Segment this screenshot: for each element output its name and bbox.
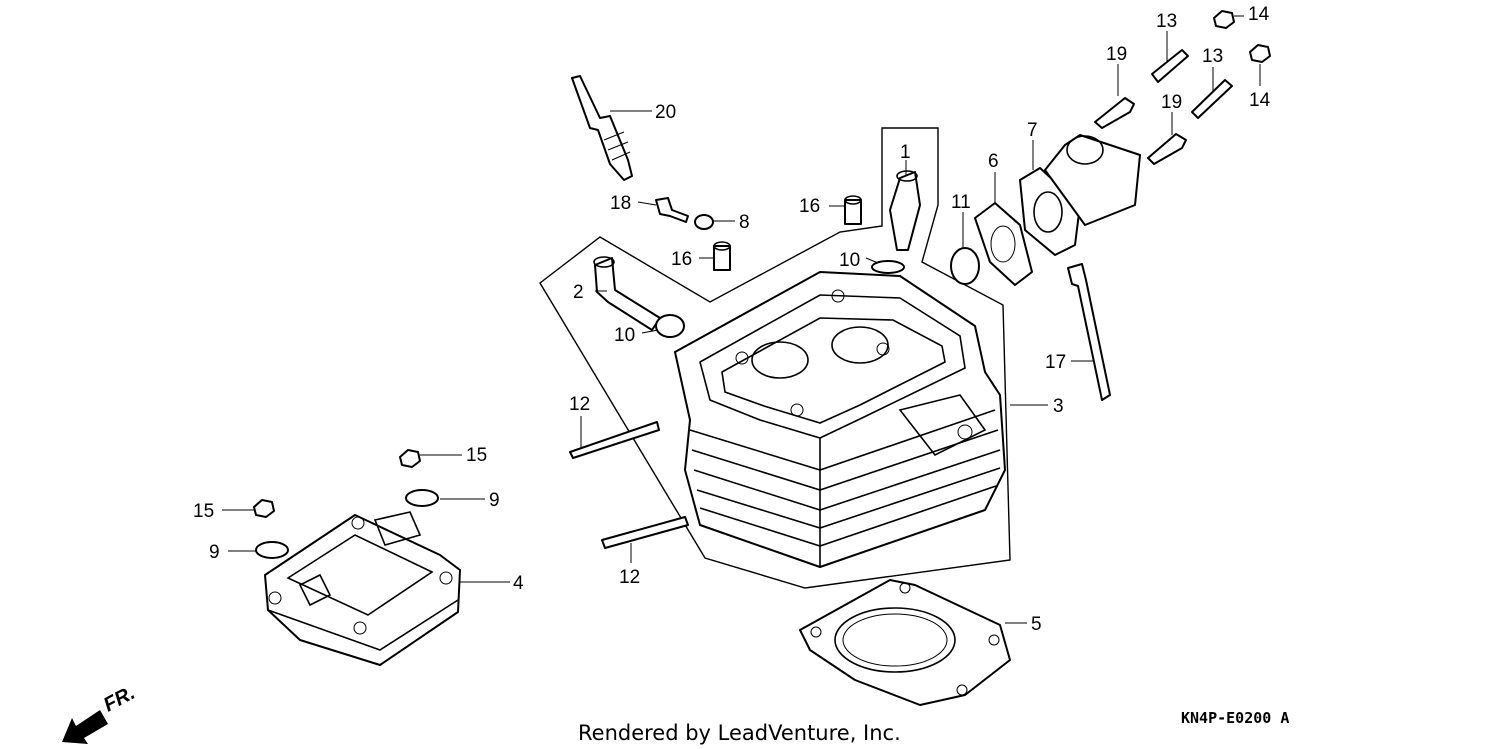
valve-guide-2[interactable] bbox=[593, 256, 661, 331]
flange-bolt-19-upper[interactable] bbox=[1094, 97, 1135, 129]
front-direction-arrow-icon bbox=[62, 710, 108, 744]
callout-14a: 14 bbox=[1248, 4, 1270, 25]
callout-13b: 13 bbox=[1202, 46, 1223, 67]
long-bolt[interactable] bbox=[1067, 263, 1111, 401]
callout-14b: 14 bbox=[1249, 90, 1271, 111]
dowel-pin-upper[interactable] bbox=[844, 195, 862, 225]
callout-15b: 15 bbox=[193, 501, 214, 522]
callout-12a: 12 bbox=[569, 394, 590, 415]
stud-bolt-lower[interactable] bbox=[601, 516, 689, 549]
dowel-pin-lower[interactable] bbox=[713, 241, 731, 271]
callout-18: 18 bbox=[610, 193, 631, 214]
hex-nut-15-upper[interactable] bbox=[399, 449, 421, 468]
callout-6: 6 bbox=[988, 151, 999, 172]
cylinder-head-group-outline bbox=[539, 127, 1011, 589]
washer-9-upper[interactable] bbox=[405, 489, 439, 507]
washer-9-lower[interactable] bbox=[255, 541, 289, 559]
intake-pipe[interactable] bbox=[1019, 134, 1141, 256]
callout-15a: 15 bbox=[466, 445, 487, 466]
leader-lines bbox=[222, 15, 1261, 624]
sealing-washer[interactable] bbox=[694, 214, 714, 230]
callout-11: 11 bbox=[951, 192, 971, 213]
flange-bolt-19-lower[interactable] bbox=[1147, 133, 1187, 165]
valve-guide-o-ring-lower[interactable] bbox=[655, 314, 685, 338]
rendered-by-credit: Rendered by LeadVenture, Inc. bbox=[578, 721, 901, 745]
callout-1: 1 bbox=[900, 142, 911, 163]
stud-bolt-13-upper[interactable] bbox=[1151, 49, 1189, 83]
insulator-gasket[interactable] bbox=[974, 202, 1033, 286]
callout-13a: 13 bbox=[1156, 11, 1177, 32]
callout-10a: 10 bbox=[839, 250, 860, 271]
hex-nut-15-lower[interactable] bbox=[253, 499, 275, 518]
valve-guide-1[interactable] bbox=[889, 170, 921, 251]
callout-16b: 16 bbox=[671, 249, 692, 270]
cylinder-head-gasket[interactable] bbox=[799, 579, 1011, 706]
callout-19a: 19 bbox=[1106, 44, 1127, 65]
front-direction-label: FR. bbox=[100, 682, 139, 717]
callout-8: 8 bbox=[739, 212, 750, 233]
spark-plug[interactable] bbox=[571, 75, 633, 181]
stud-bolt-13-lower[interactable] bbox=[1191, 79, 1233, 119]
callout-20: 20 bbox=[655, 102, 676, 123]
stud-bolt-upper[interactable] bbox=[569, 421, 660, 459]
callout-9b: 9 bbox=[209, 542, 220, 563]
callout-3: 3 bbox=[1053, 396, 1064, 417]
callout-16a: 16 bbox=[799, 196, 820, 217]
o-ring[interactable] bbox=[950, 247, 980, 285]
callout-2: 2 bbox=[573, 282, 584, 303]
callout-5: 5 bbox=[1031, 614, 1042, 635]
camshaft-holder[interactable] bbox=[264, 511, 461, 666]
diagram-code: KN4P-E0200 A bbox=[1181, 709, 1289, 727]
cylinder-head[interactable] bbox=[674, 271, 1006, 568]
callout-7: 7 bbox=[1027, 120, 1038, 141]
flange-bolt[interactable] bbox=[655, 197, 689, 223]
hex-nut-14-upper[interactable] bbox=[1213, 10, 1235, 29]
callout-9a: 9 bbox=[489, 490, 500, 511]
valve-guide-o-ring-upper[interactable] bbox=[871, 260, 905, 274]
callout-10b: 10 bbox=[614, 325, 635, 346]
callout-4: 4 bbox=[513, 573, 524, 594]
callout-12b: 12 bbox=[619, 567, 640, 588]
hex-nut-14-lower[interactable] bbox=[1249, 44, 1271, 63]
callout-17: 17 bbox=[1045, 352, 1066, 373]
callout-19b: 19 bbox=[1161, 92, 1182, 113]
